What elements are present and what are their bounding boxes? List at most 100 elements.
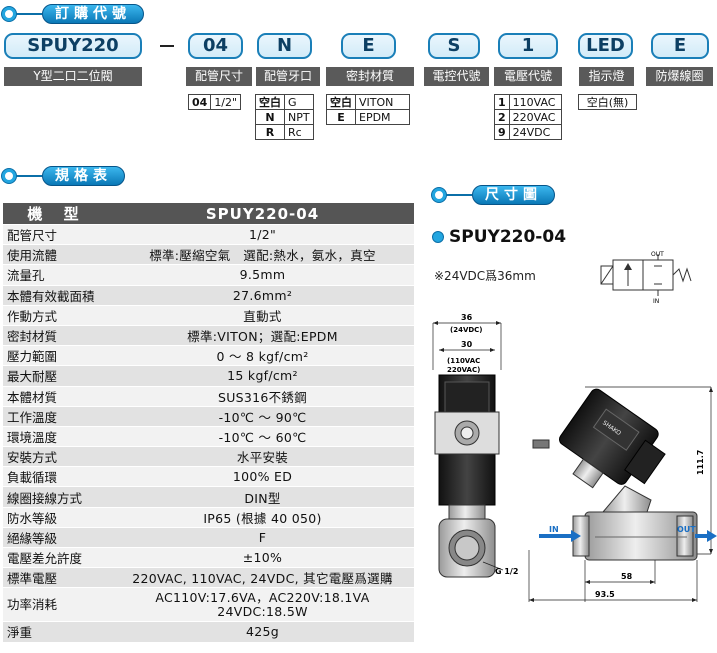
spec-value: 220VAC, 110VAC, 24VDC, 其它電壓爲選購 <box>111 567 414 589</box>
spec-value: ±10% <box>111 547 414 569</box>
symbol-out-label: OUT <box>651 251 664 258</box>
code-size: 04 <box>188 33 243 59</box>
valve-front-view: 111.7 SHAKO IN OUT 58 93.5 <box>528 386 717 602</box>
spec-row: 使用流體標準:壓縮空氣 選配:熱水，氨水，真空 <box>3 244 414 266</box>
spec-row: 安裝方式水平安裝 <box>3 446 414 468</box>
spec-key: 標準電壓 <box>3 567 111 589</box>
spec-value: -10℃ ～ 90℃ <box>111 406 414 427</box>
dim-36-note: (24VDC) <box>450 326 483 334</box>
symbol-in-label: IN <box>653 298 659 305</box>
flow-in-label: IN <box>549 525 559 534</box>
spec-value: 1/2" <box>111 224 414 246</box>
spec-key: 配管尺寸 <box>3 224 111 246</box>
dim-height: 111.7 <box>696 450 705 475</box>
spec-value: SUS316不銹鋼 <box>111 386 414 407</box>
spec-key: 功率消耗 <box>3 587 111 623</box>
label-led: 指示燈 <box>579 67 634 86</box>
dim-36: 36 <box>461 313 473 322</box>
dim-30-note2: 220VAC) <box>447 366 480 374</box>
spec-value: IP65 (根據 40 050) <box>111 507 414 528</box>
spec-value: DIN型 <box>111 486 414 508</box>
valve-symbol: OUT IN <box>600 251 692 305</box>
bullet-icon <box>432 188 446 202</box>
label-seal: 密封材質 <box>326 67 414 86</box>
bullet-icon <box>2 169 16 183</box>
spec-value: -10℃ ～ 60℃ <box>111 426 414 448</box>
spec-value: 100% ED <box>111 466 414 488</box>
code-thread: N <box>257 33 312 59</box>
power-line-2: 24VDC:18.5W <box>217 603 308 619</box>
bullet-icon <box>432 231 444 243</box>
code-seal: E <box>341 33 396 59</box>
spec-row: 作動方式直動式 <box>3 305 414 326</box>
spec-key: 負載循環 <box>3 466 111 488</box>
label-voltage: 電壓代號 <box>494 67 562 86</box>
spec-section-header: 規格表 <box>2 165 125 187</box>
spec-key: 絕緣等級 <box>3 527 111 549</box>
spec-value: 9.5mm <box>111 264 414 286</box>
dims-header-title: 尺寸圖 <box>472 185 555 205</box>
dim-30: 30 <box>461 340 473 349</box>
spec-key: 流量孔 <box>3 264 111 286</box>
spec-key: 最大耐壓 <box>3 365 111 387</box>
spec-key: 線圈接線方式 <box>3 486 111 508</box>
code-voltage: 1 <box>498 33 558 59</box>
spec-key: 電壓差允許度 <box>3 547 111 569</box>
spec-key: 淨重 <box>3 621 111 643</box>
spec-row: 密封材質標準:VITON；選配:EPDM <box>3 325 414 347</box>
code-model: SPUY220 <box>4 33 142 59</box>
code-led: LED <box>578 33 633 59</box>
dim-93-5: 93.5 <box>595 590 615 599</box>
led-options: 空白(無) <box>578 94 637 110</box>
spec-row: 電壓差允許度±10% <box>3 547 414 569</box>
spec-value: 直動式 <box>111 305 414 326</box>
spec-key: 安裝方式 <box>3 446 111 468</box>
dims-section-header: 尺寸圖 <box>432 184 555 206</box>
spec-value: 425g <box>111 621 414 643</box>
order-section-header: 訂購代號 <box>2 3 144 25</box>
spec-head-model: SPUY220-04 <box>111 203 414 225</box>
spec-key: 作動方式 <box>3 305 111 326</box>
dims-model-title: SPUY220-04 <box>432 227 566 247</box>
spec-value: F <box>111 527 414 549</box>
spec-value: 標準:VITON；選配:EPDM <box>111 325 414 347</box>
dim-58: 58 <box>621 572 633 581</box>
spec-head-key: 機 型 <box>3 203 111 225</box>
spec-row: 工作溫度-10℃ ～ 90℃ <box>3 406 414 427</box>
order-header-title: 訂購代號 <box>42 4 144 24</box>
bullet-icon <box>2 7 16 21</box>
code-control: S <box>428 33 480 59</box>
spec-key: 環境溫度 <box>3 426 111 448</box>
spec-value: 27.6mm² <box>111 285 414 306</box>
dim-30-note1: (110VAC <box>447 357 480 365</box>
code-explosion: E <box>651 33 709 59</box>
spec-value: 0 ～ 8 kgf/cm² <box>111 345 414 367</box>
spec-key: 防水等級 <box>3 507 111 528</box>
spec-head-row: 機 型 SPUY220-04 <box>3 203 414 225</box>
flow-out-label: OUT <box>677 525 696 534</box>
label-size: 配管尺寸 <box>186 67 252 86</box>
spec-key: 工作溫度 <box>3 406 111 427</box>
spec-key: 本體有效截面積 <box>3 285 111 306</box>
dim-thread: G 1/2 <box>495 567 518 576</box>
label-thread: 配管牙口 <box>256 67 320 86</box>
spec-header-title: 規格表 <box>42 166 125 186</box>
